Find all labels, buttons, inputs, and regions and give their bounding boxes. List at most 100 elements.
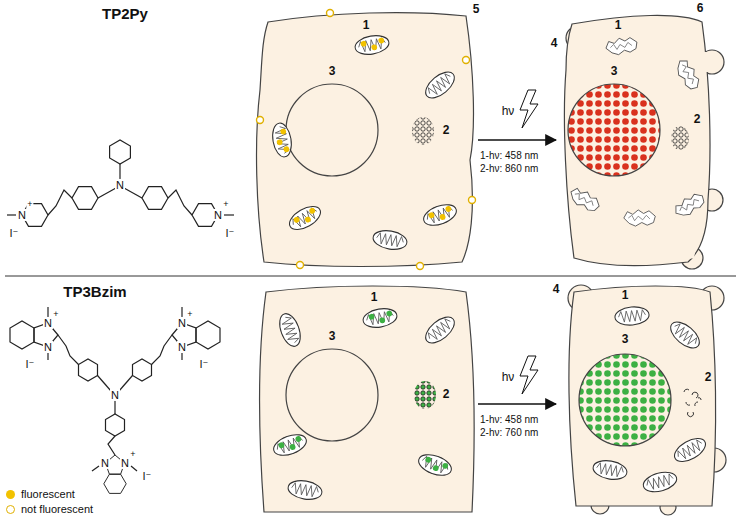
wavelength-text: 2-hν: 760 nm xyxy=(480,427,538,438)
callout-number: 3 xyxy=(329,65,336,78)
mitochondrion-outline xyxy=(614,306,650,327)
fluorescent-dots xyxy=(428,205,454,224)
mitochondrion xyxy=(354,33,391,57)
mitochondrion xyxy=(421,312,459,348)
compound-name: TP2Py xyxy=(102,6,148,23)
callout-number: 4 xyxy=(553,283,560,296)
photon-label: hν xyxy=(502,105,515,118)
ring-bond xyxy=(106,414,125,436)
mitochondrion xyxy=(672,190,707,220)
atom-label: N xyxy=(100,457,110,469)
mitochondrion xyxy=(362,306,399,330)
atom-label: N xyxy=(115,179,125,191)
mitochondrion-outline xyxy=(354,33,391,57)
mitochondrion xyxy=(671,434,710,467)
mitochondrion xyxy=(372,228,409,252)
legend-row: fluorescent xyxy=(6,488,75,500)
mitochondrion-outline xyxy=(666,317,704,353)
mitochondrion xyxy=(287,478,324,502)
charge-label: + xyxy=(186,310,193,320)
mitochondrion-outline xyxy=(372,228,409,252)
fluorescent-dots xyxy=(278,435,304,454)
legend-row: not fluorescent xyxy=(6,503,93,515)
mitochondrion xyxy=(592,458,629,482)
membrane-dye xyxy=(257,117,264,124)
atom-label: N xyxy=(43,341,53,353)
callout-number: 2 xyxy=(694,113,701,126)
counter-ion: I⁻ xyxy=(25,358,36,370)
legend-swatch xyxy=(6,505,15,514)
callout-number: 5 xyxy=(473,3,480,16)
atom-label: N xyxy=(213,209,223,221)
fluorescent-dots xyxy=(293,207,319,229)
counter-ion: I⁻ xyxy=(142,470,153,482)
mitochondrion-outline xyxy=(673,57,703,92)
mitochondrion xyxy=(666,317,704,353)
fluorescent-dots xyxy=(275,128,290,153)
mitochondrion xyxy=(673,57,703,92)
callout-number: 2 xyxy=(443,124,450,137)
callout-number: 1 xyxy=(371,291,378,304)
callout-number: 2 xyxy=(443,388,450,401)
membrane-dye xyxy=(297,262,304,269)
compound-name: TP3Bzim xyxy=(63,284,126,301)
membrane-dye xyxy=(327,10,334,17)
callout-number: 1 xyxy=(363,19,370,32)
mitochondrion-outline xyxy=(421,312,459,348)
counter-ion: I⁻ xyxy=(199,358,210,370)
photon-label: hν xyxy=(502,371,515,384)
ring-bond xyxy=(142,187,168,210)
ring-bond xyxy=(133,359,152,381)
ring-bond xyxy=(110,140,131,164)
mitochondrion xyxy=(624,210,656,226)
mitochondrion-outline xyxy=(671,434,710,467)
wavelength-text: 1-hν: 458 nm xyxy=(480,414,538,425)
mitochondrion xyxy=(641,469,679,495)
callout-number: 4 xyxy=(551,37,558,50)
callout-number: 3 xyxy=(329,330,336,343)
mitochondrion xyxy=(416,451,454,480)
membrane-dye xyxy=(417,263,424,270)
wavelength-text: 2-hν: 860 nm xyxy=(480,163,538,174)
mitochondrion xyxy=(286,202,325,235)
mitochondrion xyxy=(421,67,459,103)
callout-number: 1 xyxy=(622,289,629,302)
counter-ion: I⁻ xyxy=(9,227,20,239)
mitochondrion xyxy=(605,36,638,56)
mitochondrion-outline xyxy=(672,190,707,220)
charge-label: + xyxy=(52,310,59,320)
membrane-dye xyxy=(469,197,476,204)
mitochondrion-outline xyxy=(271,431,309,460)
fluorescent-dots xyxy=(368,310,393,325)
callout-number: 2 xyxy=(705,371,712,384)
legend-text: fluorescent xyxy=(21,488,75,500)
charge-label: + xyxy=(222,200,229,210)
ring-bond xyxy=(72,187,98,210)
fluorescent-dots xyxy=(360,37,385,52)
mitochondrion xyxy=(270,122,294,159)
atom-label: N xyxy=(17,209,27,221)
mitochondrion xyxy=(271,431,309,460)
mitochondrion xyxy=(276,311,305,349)
mitochondrion-outline xyxy=(286,202,325,235)
mitochondrion-outline xyxy=(641,469,679,495)
mitochondrion-outline xyxy=(567,185,602,215)
mitochondrion-outline xyxy=(624,210,656,226)
charge-label: + xyxy=(26,200,33,210)
mitochondrion-outline xyxy=(605,36,638,56)
mitochondrion xyxy=(421,201,459,230)
mitochondrion-outline xyxy=(421,67,459,103)
mitochondrion-outline xyxy=(276,311,305,349)
mitochondrion-outline xyxy=(270,122,294,159)
callout-number: 1 xyxy=(615,19,622,32)
mitochondrion-outline xyxy=(592,458,629,482)
callout-number: 3 xyxy=(622,333,629,346)
mitochondrion-outline xyxy=(416,451,454,480)
mitochondrion-outline xyxy=(362,306,399,330)
atom-label: N xyxy=(110,389,120,401)
legend-swatch xyxy=(6,490,15,499)
membrane-dye xyxy=(463,57,470,64)
ring-bond xyxy=(79,359,98,381)
counter-ion: I⁻ xyxy=(225,227,236,239)
